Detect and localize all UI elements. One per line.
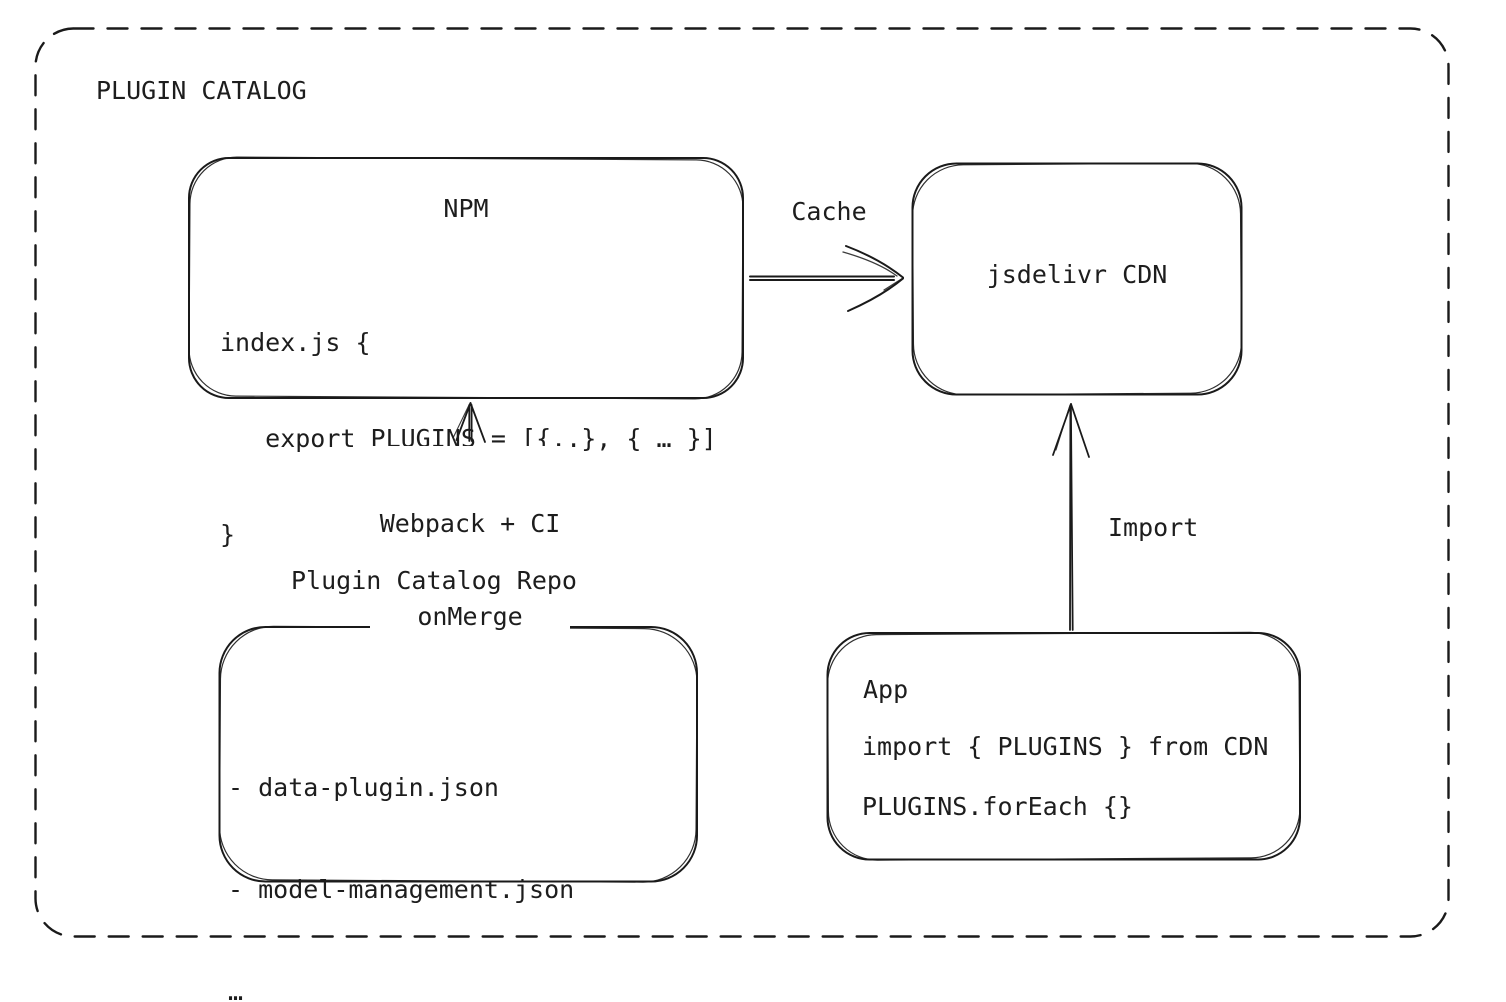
cache-edge-label: Cache bbox=[791, 197, 867, 226]
build-edge-label-line1: Webpack + CI bbox=[379, 509, 561, 538]
cdn-node-title: jsdelivr CDN bbox=[986, 260, 1168, 289]
npm-code-line: } bbox=[220, 520, 236, 549]
build-edge-label: Webpack + CI onMerge bbox=[370, 446, 570, 694]
import-arrow bbox=[1052, 403, 1090, 631]
app-code-line: PLUGINS.forEach {} bbox=[862, 792, 1133, 821]
npm-node-box bbox=[188, 156, 744, 400]
repo-file-item: … bbox=[228, 977, 244, 1002]
npm-code-block: index.js { export PLUGINS = [{..}, { … }… bbox=[220, 263, 717, 615]
app-code-line: import { PLUGINS } from CDN bbox=[862, 732, 1269, 761]
repo-file-item: - data-plugin.json bbox=[228, 773, 499, 802]
repo-file-list: - data-plugin.json - model-management.js… bbox=[228, 703, 574, 1002]
diagram-title: PLUGIN CATALOG bbox=[96, 76, 307, 105]
app-node-box bbox=[826, 631, 1301, 861]
repo-node-label: Plugin Catalog Repo bbox=[291, 566, 577, 595]
catalog-boundary-shape bbox=[34, 27, 1450, 938]
npm-code-line: index.js { bbox=[220, 328, 371, 357]
npm-node-title: NPM bbox=[443, 194, 489, 223]
import-edge-label: Import bbox=[1108, 513, 1199, 542]
build-edge-label-line2: onMerge bbox=[417, 602, 523, 631]
repo-node-box bbox=[218, 625, 698, 883]
cache-arrow bbox=[749, 245, 904, 312]
app-node-title: App bbox=[863, 675, 909, 704]
repo-file-item: - model-management.json bbox=[228, 875, 575, 904]
cdn-node-box bbox=[911, 162, 1243, 396]
